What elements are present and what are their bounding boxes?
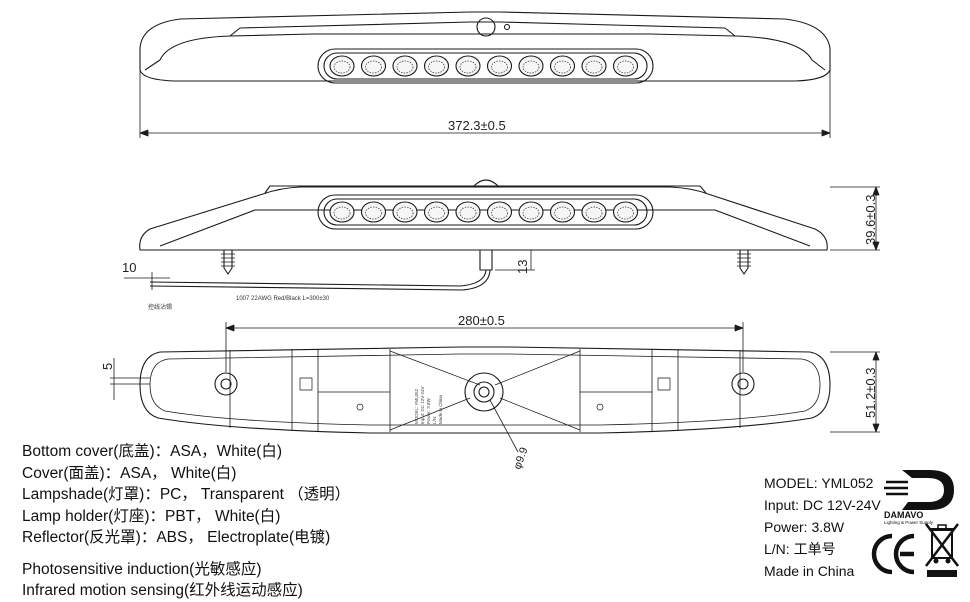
top-led-facet-9 — [585, 60, 603, 74]
top-view — [139, 11, 831, 84]
spec-lamp-holder: Lamp holder(灯座)：PBT， White(白) — [22, 507, 281, 525]
material-specs: Bottom cover(底盖)：ASA，White(白) Cover(面盖)：… — [22, 441, 350, 602]
plate-line-5: Made in China — [438, 394, 443, 424]
side-led-facet-6 — [491, 206, 508, 220]
side-dimensions — [124, 186, 880, 290]
top-led-facet-7 — [522, 60, 540, 74]
dim-bracket: 13 — [515, 260, 530, 274]
model-origin: Made in China — [764, 563, 855, 579]
wire-end-note: 控线沾锡 — [148, 303, 172, 311]
spec-bottom-cover: Bottom cover(底盖)：ASA，White(白) — [22, 443, 283, 460]
side-led-facet-8 — [554, 206, 571, 220]
bottom-dimensions — [110, 322, 880, 433]
spec-cover: Cover(面盖)：ASA， White(白) — [22, 464, 237, 482]
plate-line-4: L/N: — [432, 416, 437, 424]
plate-line-3: Power: 3.8W — [426, 397, 431, 424]
ce-mark-icon — [871, 533, 915, 575]
top-led-facet-2 — [365, 60, 382, 74]
bottom-view — [139, 346, 831, 453]
top-led-facet-8 — [554, 60, 571, 74]
spec-infrared: Infrared motion sensing(红外线运动感应) — [22, 582, 303, 599]
dim-hole-diameter: φ9.9 — [512, 446, 531, 471]
dim-offset: 5 — [100, 363, 115, 370]
dim-wire-stub: 10 — [122, 260, 136, 275]
side-led-facet-1 — [333, 206, 351, 220]
model-info: MODEL: YML052 Input: DC 12V-24V Power: 3… — [764, 472, 881, 582]
dim-length: 372.3±0.5 — [448, 118, 506, 133]
cable-hole — [464, 372, 504, 412]
spec-photosensitive: Photosensitive induction(光敏感应) — [22, 560, 262, 578]
model-number: MODEL: YML052 — [764, 475, 874, 491]
brand-tagline: Lighting & Power Supply — [884, 520, 934, 525]
top-led-facet-5 — [459, 60, 477, 74]
spec-reflector: Reflector(反光罩)：ABS， Electroplate(电镀) — [22, 529, 331, 546]
wire-spec: 1007 22AWG Red/Black L=300±30 — [236, 296, 330, 302]
right-mount-hole — [731, 372, 755, 396]
top-led-facet-6 — [491, 60, 508, 74]
side-led-facet-2 — [365, 206, 382, 220]
model-input: Input: DC 12V-24V — [764, 497, 881, 513]
top-led-facet-4 — [428, 60, 445, 74]
plate-line-2: Input: DC 12V-24V — [420, 386, 425, 424]
led-row-top — [329, 55, 639, 77]
left-screw — [223, 249, 233, 275]
length-dimension — [139, 70, 831, 138]
dim-width: 51.2±0.3 — [863, 367, 878, 418]
side-led-facet-9 — [585, 206, 603, 220]
side-view — [139, 179, 828, 291]
brand-name: DAMAVO — [884, 510, 923, 520]
side-led-facet-7 — [522, 206, 540, 220]
left-mount-hole — [214, 372, 238, 396]
model-power: Power: 3.8W — [764, 519, 845, 535]
right-screw — [739, 249, 749, 275]
spec-lampshade: Lampshade(灯罩)：PC， Transparent （透明） — [22, 486, 351, 503]
side-led-facet-5 — [459, 206, 477, 220]
weee-bin-icon — [925, 523, 959, 577]
model-ln: L/N: 工单号 — [764, 541, 836, 557]
top-led-facet-10 — [617, 60, 634, 74]
side-led-facet-4 — [428, 206, 445, 220]
side-led-facet-3 — [396, 206, 414, 220]
dim-height: 39.6±0.3 — [863, 194, 878, 245]
top-led-facet-3 — [396, 60, 414, 74]
top-led-facet-1 — [333, 60, 351, 74]
plate-line-1: MODEL: YML052 — [414, 388, 419, 424]
dim-hole-spacing: 280±0.5 — [458, 313, 505, 328]
brand-logo: DAMAVO Lighting & Power Supply — [884, 470, 954, 525]
label-plate: MODEL: YML052 Input: DC 12V-24V Power: 3… — [414, 386, 443, 424]
side-led-facet-10 — [617, 206, 634, 220]
sensor-lens — [476, 17, 496, 37]
